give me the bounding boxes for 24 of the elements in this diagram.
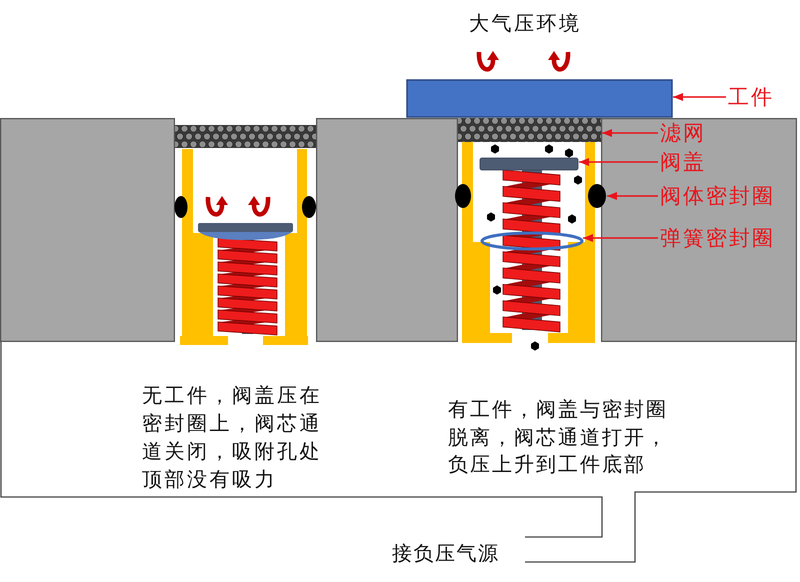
seal-ring xyxy=(588,184,606,208)
filter-mesh xyxy=(175,125,316,148)
seal-ring xyxy=(455,184,471,208)
leader-line xyxy=(583,234,658,242)
part-label: 阀体密封圈 xyxy=(660,185,775,207)
pipe-label: 接负压气源 xyxy=(392,541,500,565)
annotation-text: 大气压环境 xyxy=(469,11,582,35)
valve-cap xyxy=(198,223,293,240)
leader-line xyxy=(607,192,658,200)
spring-seal-ring xyxy=(480,232,584,250)
description-text: 有工件，阀盖与密封圈脱离，阀芯通道打开，负压上升到工件底部 xyxy=(448,396,669,478)
description-text: 无工件，阀盖压在密封圈上，阀芯通道关闭，吸附孔处顶部没有吸力 xyxy=(142,382,323,493)
part-label: 阀盖 xyxy=(660,151,706,173)
part-label: 工件 xyxy=(728,86,774,108)
part-label: 滤网 xyxy=(660,122,706,144)
seal-ring xyxy=(174,196,188,218)
leader-line xyxy=(673,93,726,101)
workpiece-plate xyxy=(406,79,673,118)
valve-cap xyxy=(480,158,578,170)
leader-line xyxy=(602,129,658,137)
part-label: 弹簧密封圈 xyxy=(660,227,775,249)
filter-mesh xyxy=(458,118,601,142)
leader-line xyxy=(579,158,658,166)
seal-ring xyxy=(302,196,316,218)
